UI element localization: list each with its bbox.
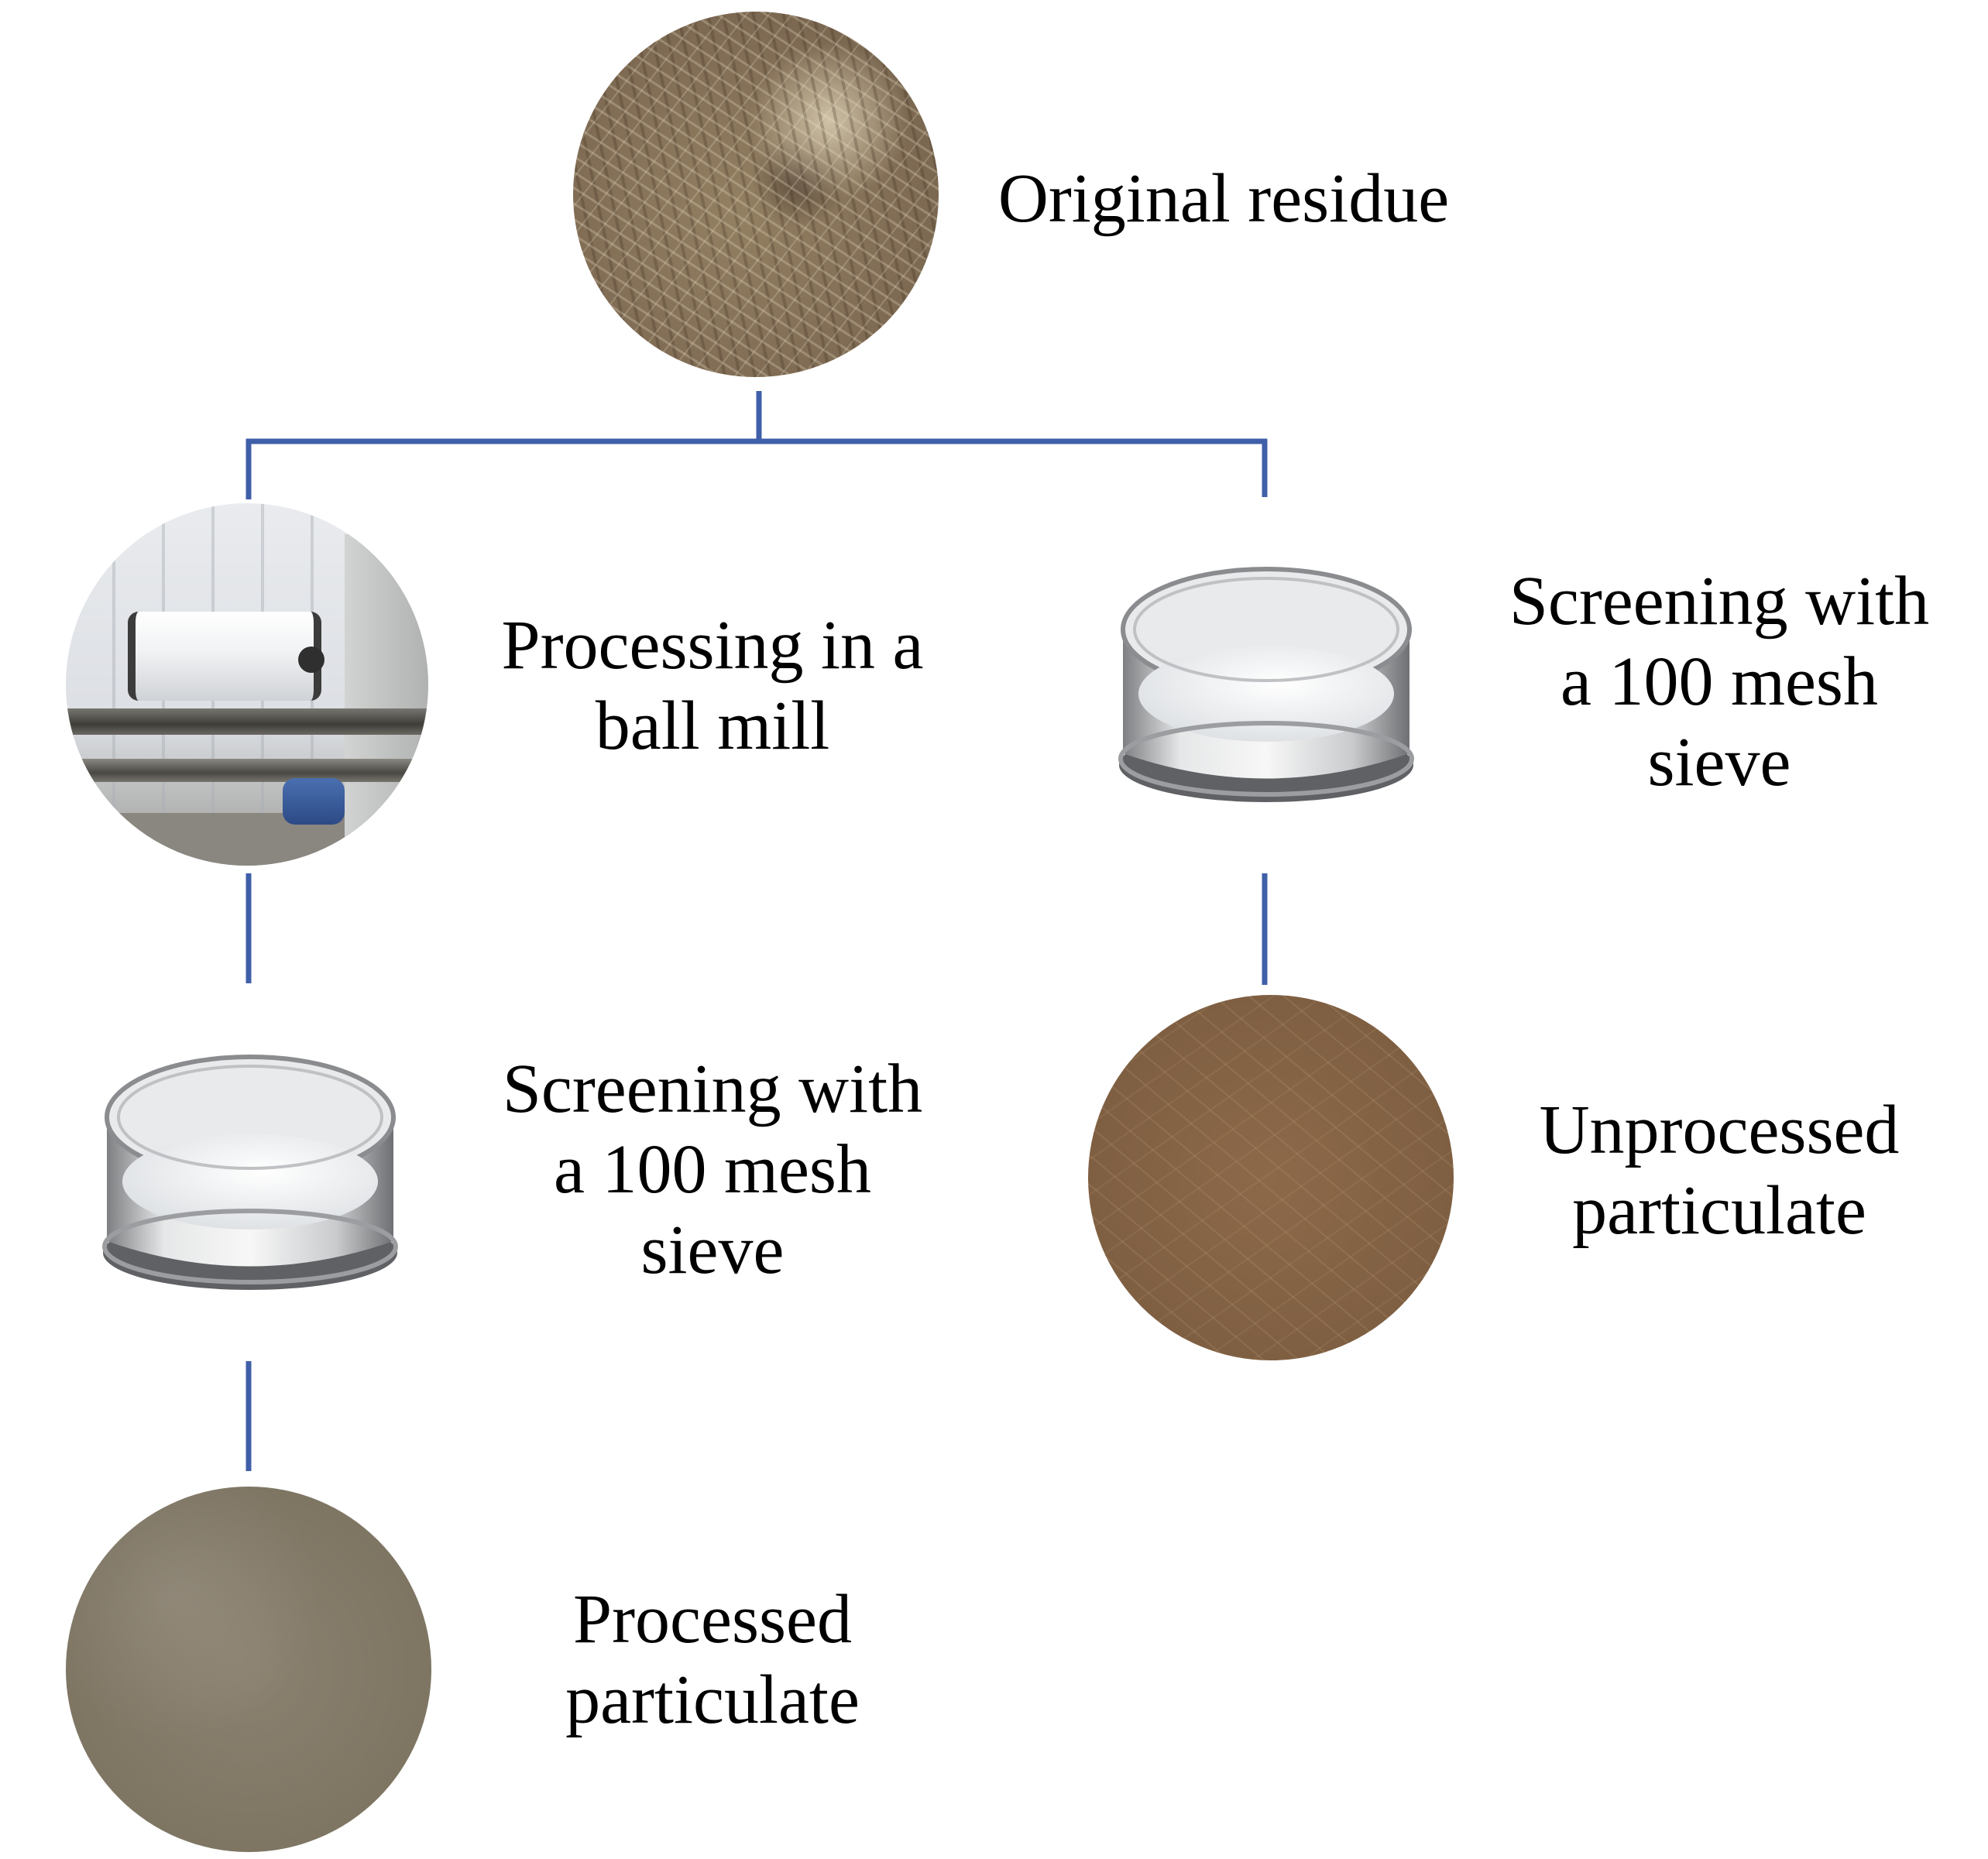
- sieve-right-label-line-2: a 100 mesh: [1561, 643, 1878, 720]
- mill-roller-top: [66, 708, 428, 735]
- ball-mill-label-line-2: ball mill: [595, 688, 830, 764]
- mill-cabinet: [345, 534, 428, 859]
- sieve-left-label-line-1: Screening with: [502, 1051, 923, 1127]
- original-residue-label: Original residue: [960, 159, 1487, 239]
- sieve-right-label-line-3: sieve: [1647, 724, 1791, 801]
- mill-knob: [298, 647, 324, 673]
- sieve-left-label-line-3: sieve: [640, 1212, 785, 1288]
- original-residue-label-line: Original residue: [997, 160, 1450, 237]
- processed-label-line-2: particulate: [565, 1662, 860, 1738]
- sieve-left-label: Screening with a 100 mesh sieve: [465, 1049, 960, 1291]
- original-residue-photo: [573, 12, 939, 377]
- sieve-right-label: Screening with a 100 mesh sieve: [1456, 561, 1983, 803]
- sieve-icon: [1118, 567, 1414, 802]
- mill-drum: [128, 612, 321, 701]
- sieve-icon: [102, 1055, 398, 1290]
- ball-mill-label: Processing in a ball mill: [465, 605, 960, 767]
- ball-mill-label-line-1: Processing in a: [501, 607, 924, 684]
- processed-particulate-photo: [66, 1487, 431, 1852]
- mill-motor: [283, 778, 345, 825]
- unprocessed-label-line-1: Unprocessed: [1539, 1092, 1900, 1168]
- processed-label-line-1: Processed: [573, 1581, 852, 1658]
- processed-label: Processed particulate: [480, 1579, 945, 1741]
- unprocessed-label-line-2: particulate: [1572, 1172, 1866, 1249]
- ball-mill-photo: [66, 503, 428, 866]
- sieve-left-label-line-2: a 100 mesh: [554, 1131, 871, 1208]
- sieve-right-label-line-1: Screening with: [1509, 563, 1930, 640]
- unprocessed-particulate-photo: [1088, 995, 1454, 1360]
- mill-roller-bottom: [66, 759, 428, 782]
- unprocessed-label: Unprocessed particulate: [1471, 1090, 1967, 1251]
